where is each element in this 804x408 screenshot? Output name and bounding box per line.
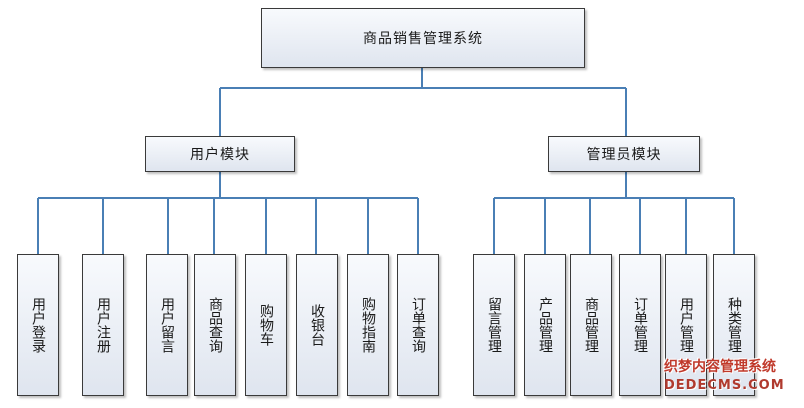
leaf-label: 用户管理 — [678, 297, 694, 353]
leaf-shopping-cart: 购物车 — [245, 254, 287, 396]
user-module-node: 用户模块 — [145, 136, 295, 172]
watermark-cn: 织梦内容管理系统 — [664, 359, 776, 375]
leaf-user-management: 用户管理 — [665, 254, 707, 396]
watermark: 织梦内容管理系统 DEDECMS.COM — [664, 356, 804, 404]
root-label: 商品销售管理系统 — [363, 31, 483, 47]
leaf-user-message: 用户留言 — [146, 254, 188, 396]
leaf-goods-management: 商品管理 — [570, 254, 612, 396]
admin-module-label: 管理员模块 — [586, 147, 662, 163]
leaf-label: 购物指南 — [360, 297, 376, 353]
leaf-label: 订单查询 — [410, 297, 426, 353]
leaf-checkout: 收银台 — [296, 254, 338, 396]
leaf-order-management: 订单管理 — [619, 254, 661, 396]
leaf-label: 购物车 — [258, 304, 274, 346]
leaf-label: 用户注册 — [95, 297, 111, 353]
user-module-label: 用户模块 — [190, 147, 250, 163]
leaf-label: 用户登录 — [30, 297, 46, 353]
leaf-product-query: 商品查询 — [194, 254, 236, 396]
leaf-user-login: 用户登录 — [17, 254, 59, 396]
leaf-label: 订单管理 — [632, 297, 648, 353]
leaf-shopping-guide: 购物指南 — [347, 254, 389, 396]
leaf-message-management: 留言管理 — [473, 254, 515, 396]
leaf-label: 留言管理 — [486, 297, 502, 353]
leaf-category-management: 种类管理 — [713, 254, 755, 396]
watermark-en: DEDECMS.COM — [664, 378, 785, 393]
leaf-order-query: 订单查询 — [397, 254, 439, 396]
leaf-label: 产品管理 — [537, 297, 553, 353]
leaf-label: 收银台 — [309, 304, 325, 346]
leaf-label: 商品管理 — [583, 297, 599, 353]
leaf-label: 用户留言 — [159, 297, 175, 353]
root-node: 商品销售管理系统 — [261, 8, 585, 68]
leaf-label: 种类管理 — [726, 297, 742, 353]
leaf-user-register: 用户注册 — [82, 254, 124, 396]
leaf-product-management: 产品管理 — [524, 254, 566, 396]
leaf-label: 商品查询 — [207, 297, 223, 353]
admin-module-node: 管理员模块 — [548, 136, 700, 172]
